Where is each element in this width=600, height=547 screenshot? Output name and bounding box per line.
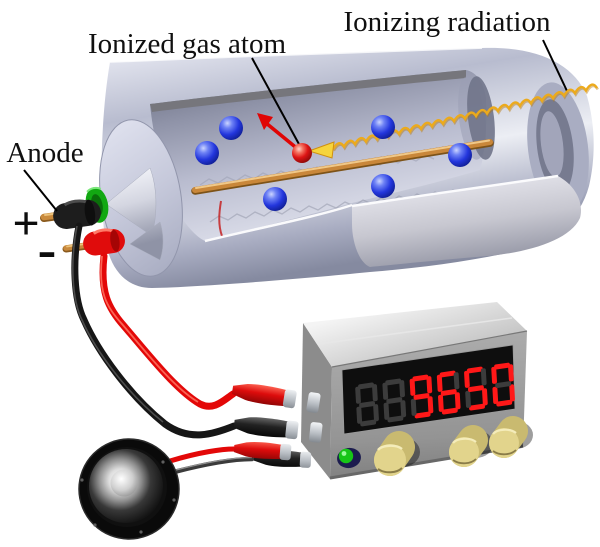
device-top-face (303, 302, 527, 367)
plug-positive (231, 384, 321, 413)
gas-atom (263, 187, 287, 211)
plug-negative (233, 417, 323, 443)
input-plugs (231, 384, 323, 468)
gas-atom (371, 115, 395, 139)
lower-cone (129, 221, 164, 261)
speaker-wire-negative-sheen (173, 456, 253, 472)
ionized-gas-atom (292, 143, 312, 163)
gm-tube (40, 47, 594, 288)
leader-ionized-atom (251, 57, 301, 147)
negative-wire-sheen (72, 225, 164, 423)
leader-anode (23, 169, 58, 212)
gas-atom (219, 116, 243, 140)
display-digit (436, 370, 461, 415)
seven-segment-display (355, 362, 515, 427)
display-digit (355, 382, 379, 427)
wires (71, 222, 255, 475)
label-ionized-gas-atom: Ionized gas atom (88, 28, 287, 60)
display-digit (409, 374, 434, 419)
gas-atoms (195, 115, 472, 211)
label-anode: Anode (6, 137, 83, 169)
label-minus-terminal: - (38, 219, 57, 281)
speaker-dome (110, 469, 138, 497)
label-ionizing-radiation: Ionizing radiation (344, 6, 551, 38)
display-digit (382, 378, 407, 423)
gas-atom (371, 174, 395, 198)
radiation-arrowhead (307, 141, 335, 159)
counter-device (301, 302, 533, 480)
plug-speaker-positive (233, 442, 292, 461)
speaker-wire-positive (167, 446, 237, 464)
leader-ionizing-radiation (542, 39, 568, 92)
tube-top-highlight (109, 47, 483, 63)
ionizing-radiation-wave (307, 83, 599, 159)
display-digit (491, 362, 515, 407)
speaker (78, 438, 180, 540)
anode-wire (191, 139, 494, 195)
negative-wire (71, 222, 238, 439)
cut-edge-trough (351, 174, 559, 208)
knob-1 (374, 431, 420, 476)
tube-cutaway-inner-wall (150, 70, 487, 241)
label-plus-terminal: + (12, 197, 39, 250)
positive-terminal-cap (83, 228, 125, 256)
tube-cut-rim (150, 70, 466, 112)
ionization-arrow (257, 113, 301, 152)
positive-wire-sheen (100, 255, 199, 403)
anode-feedthrough (40, 167, 164, 261)
gas-atom (448, 143, 472, 167)
inner-red-reflection-1 (218, 200, 223, 237)
knob-3 (489, 416, 533, 458)
power-led (337, 447, 361, 469)
tube-inner-end (467, 76, 495, 160)
speaker-wire-negative (171, 456, 255, 475)
knob-2 (449, 425, 493, 467)
negative-terminal-cap (53, 199, 101, 229)
display-digit (464, 366, 488, 411)
cut-edge-left (204, 203, 353, 243)
leader-lines (23, 39, 568, 212)
gas-atom (195, 141, 219, 165)
